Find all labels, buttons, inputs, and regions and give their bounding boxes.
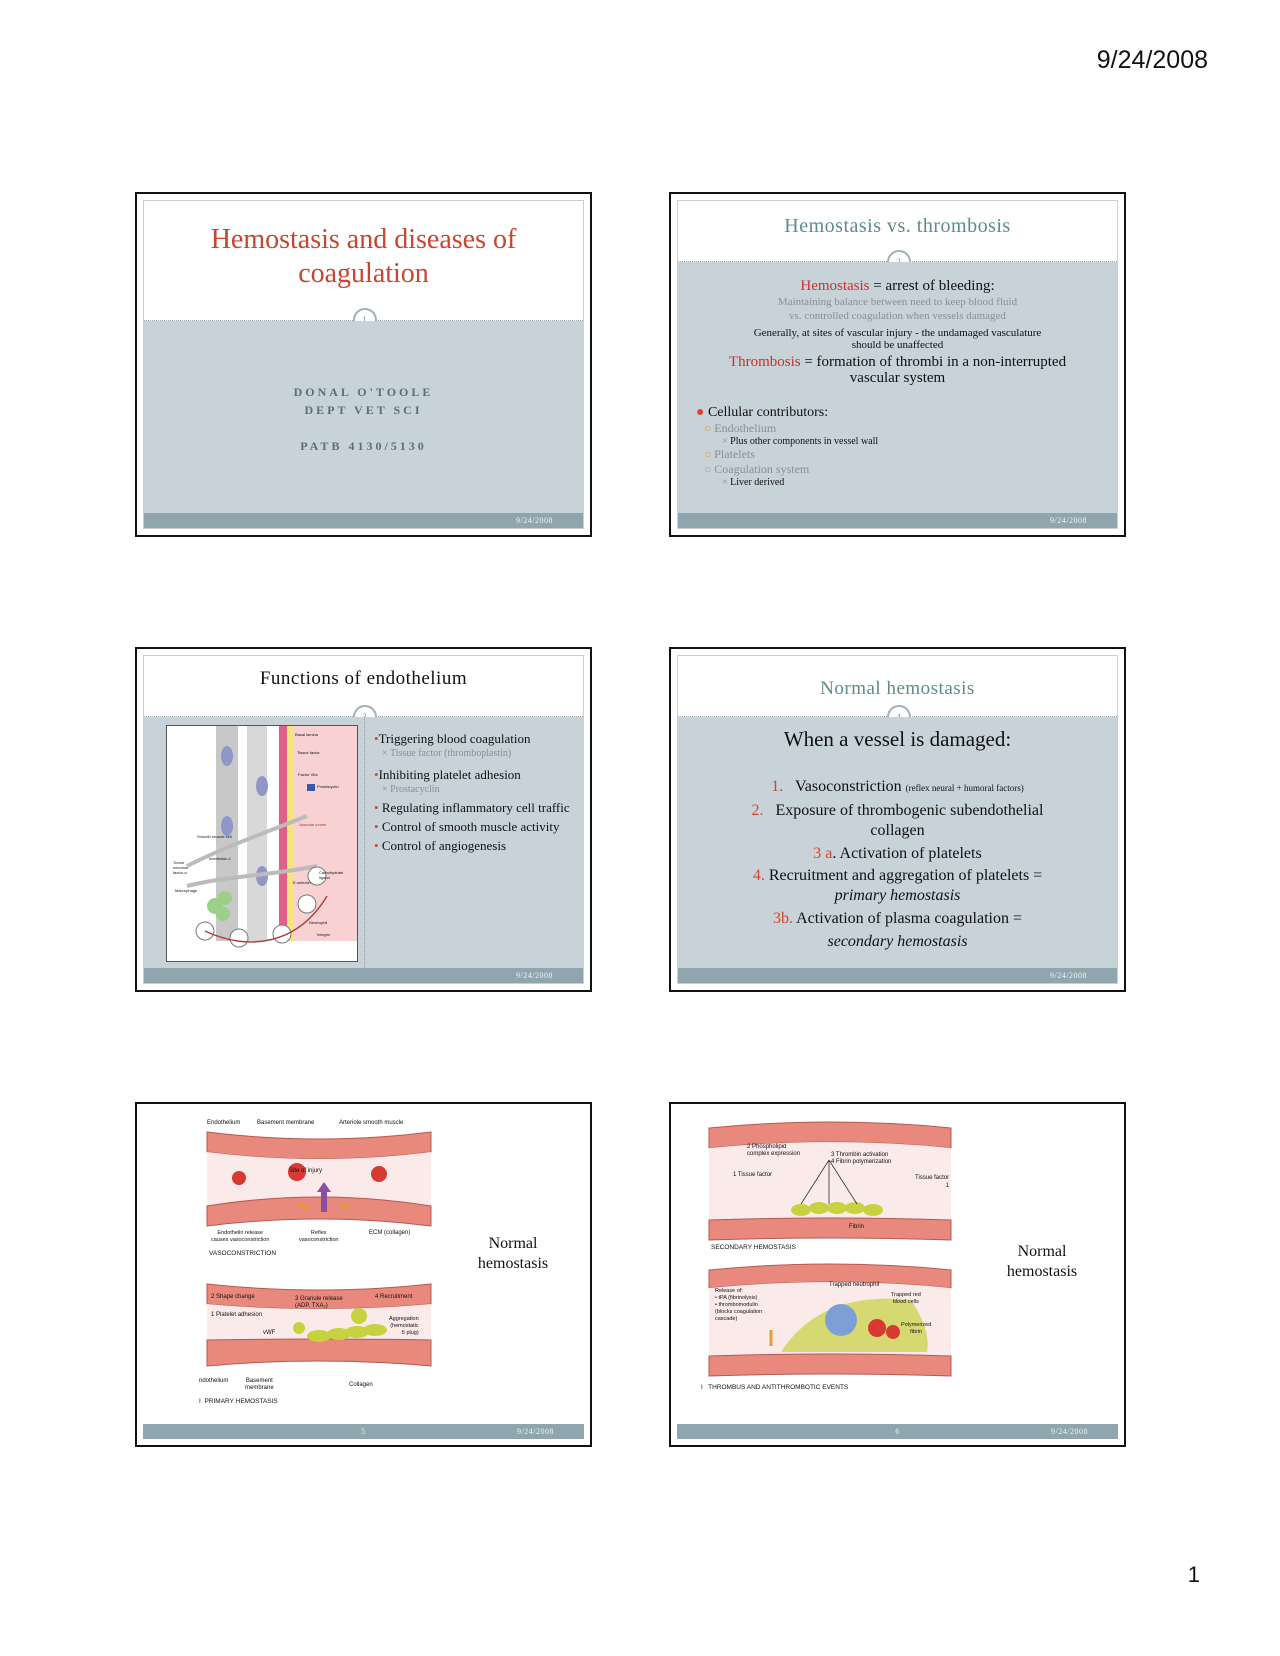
slide-footer: 9/24/2008 — [144, 513, 583, 528]
author-name: DONAL O'TOOLE — [293, 385, 434, 399]
course-code: PATB 4130/5130 — [300, 439, 427, 453]
label-platelet-adhesion: 1 Platelet adhesion — [211, 1312, 263, 1318]
label-arteriole-smooth-muscle: Arteriole smooth muscle — [339, 1120, 404, 1126]
author-block: DONAL O'TOOLE DEPT VET SCI PATB 4130/513… — [144, 383, 583, 455]
label-macrophage: Macrophage — [175, 888, 198, 893]
bullet-icon: • — [374, 819, 382, 834]
label-basement-membrane: Basement membrane — [257, 1120, 315, 1126]
circle-bullet-icon: ○ — [704, 447, 712, 461]
x-bullet-icon: × — [382, 784, 391, 795]
x-bullet-icon: × — [722, 477, 728, 488]
label-tissue-factor-left: 1 Tissue factor — [733, 1172, 773, 1178]
slide-heading: When a vessel is damaged: — [783, 727, 1012, 751]
label-trapped-neutrophil: Trapped neutrophil — [829, 1282, 880, 1288]
label-vwf: vWF — [263, 1330, 276, 1336]
slide-4[interactable]: Normal hemostasis 4 When a vessel is dam… — [669, 647, 1126, 992]
label-carbohydrate: Carbohydrate ligand — [319, 870, 344, 880]
x-bullet-icon: × — [722, 436, 728, 447]
department: DEPT VET SCI — [304, 403, 423, 417]
label-secondary-hemostasis: SECONDARY HEMOSTASIS — [711, 1244, 796, 1251]
slide-1[interactable]: Hemostasis and diseases of coagulation 1… — [135, 192, 592, 537]
label-site-of-injury: Site of injury — [289, 1168, 323, 1174]
label-vascular-lumen: Vascular lumen — [299, 822, 327, 827]
slide-title: Functions of endothelium — [259, 668, 468, 689]
x-bullet-icon: × — [382, 748, 390, 759]
hemostasis-definition: Hemostasis = arrest of bleeding: — [800, 278, 995, 294]
label-tissue-factor: Tissue factor — [297, 750, 320, 755]
page-number: 1 — [1187, 1562, 1200, 1587]
slide-footer: 9/24/2008 — [678, 513, 1117, 528]
bullet-icon: • — [374, 731, 379, 746]
slide-title: Hemostasis and diseases of coagulation — [210, 224, 517, 289]
header-date: 9/24/2008 — [1096, 46, 1208, 74]
label-integrin: Integrin — [317, 932, 331, 937]
slide-3[interactable]: Functions of endothelium 3 — [135, 647, 592, 992]
label-prostacyclin: Prostacyclin — [317, 784, 339, 789]
hemostasis-steps: 1. Vasoconstriction (reflex neural + hum… — [751, 778, 1044, 950]
label-basal-lamina: Basal lamina — [295, 732, 318, 737]
label-recruitment: 4 Recruitment — [375, 1294, 413, 1300]
slide-number: 5 — [361, 1427, 366, 1436]
slide-5[interactable]: Endothelium Basement membrane Arteriole … — [135, 1102, 592, 1447]
bullet-icon: ● — [696, 405, 705, 420]
label-factor-viia: Factor VIIa — [298, 772, 318, 777]
cellular-contributors-list: ● Cellular contributors: ○ Endothelium ×… — [696, 405, 879, 488]
label-e-selectin: E-selectin — [293, 880, 311, 885]
general-text: Generally, at sites of vascular injury -… — [753, 327, 1042, 351]
slide-footer: 9/24/2008 — [144, 968, 583, 983]
label-primary-hemostasis: I PRIMARY HEMOSTASIS — [199, 1398, 278, 1405]
bullet-icon: • — [374, 767, 379, 782]
slide-title: Normal hemostasis — [820, 678, 975, 699]
label-release-of: Release of:• tPA (fibrinolysis)• thrombo… — [715, 1288, 763, 1322]
label-vasoconstriction: VASOCONSTRICTION — [209, 1250, 277, 1257]
label-smooth-muscle: Smooth muscle cell — [197, 834, 232, 839]
label-neutrophil: Neutrophil — [309, 920, 328, 925]
label-ecm-collagen: ECM (collagen) — [369, 1230, 411, 1236]
slide-title: Hemostasis vs. thrombosis — [784, 215, 1011, 237]
slide-number: 6 — [895, 1427, 900, 1436]
label-fibrin: Fibrin — [849, 1224, 865, 1230]
label-thrombus-events: I THROMBUS AND ANTITHROMBOTIC EVENTS — [701, 1384, 849, 1391]
label-collagen: Collagen — [349, 1382, 373, 1388]
label-endothelium-bottom: ndothelium — [199, 1378, 229, 1384]
slide-footer: 9/24/2008 — [678, 968, 1117, 983]
slide-2[interactable]: Hemostasis vs. thrombosis 2 Hemostasis =… — [669, 192, 1126, 537]
label-interleukin: Interleukin-1 — [209, 856, 232, 861]
endothelium-functions-list: •Triggering blood coagulation× Tissue fa… — [374, 731, 570, 853]
bullet-icon: • — [374, 800, 382, 815]
bullet-icon: • — [374, 838, 382, 853]
primary-hemostasis-figure: Endothelium Basement membrane Arteriole … — [199, 1116, 439, 1416]
circle-bullet-icon: ○ — [704, 462, 712, 476]
label-shape-change: 2 Shape change — [211, 1294, 255, 1300]
balance-text: Maintaining balance between need to keep… — [777, 296, 1018, 322]
label-granule-release: 3 Granule release(ADP, TXA₂) — [295, 1296, 343, 1309]
endothelium-diagram: Basal lamina Tissue factor Factor VIIa P… — [166, 725, 358, 962]
label-tnf: Tumor necrosis factor-α — [173, 860, 188, 875]
thrombosis-definition: Thrombosis = formation of thrombi in a n… — [728, 354, 1067, 386]
circle-bullet-icon: ○ — [704, 421, 712, 435]
label-endothelium: Endothelium — [207, 1120, 241, 1126]
